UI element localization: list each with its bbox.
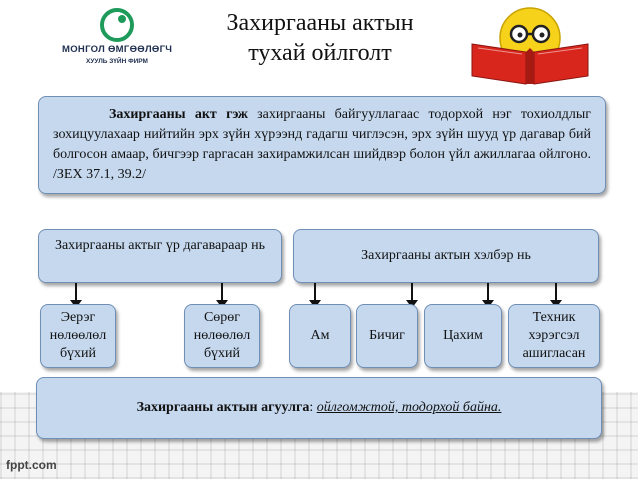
written-form-box: Бичиг <box>356 304 418 368</box>
arrow-to-written <box>406 283 418 308</box>
arrow-to-electronic <box>482 283 494 308</box>
content-box: Захиргааны актын агуулга: ойлгомжтой, то… <box>36 377 602 439</box>
consequence-category-box: Захиргааны актыг үр дагавараар нь <box>38 229 282 283</box>
title-line-1: Захиргааны актын <box>226 10 414 36</box>
arrow-to-negative <box>216 283 228 308</box>
logo-emblem-icon <box>100 8 134 42</box>
arrow-to-oral <box>309 283 321 308</box>
company-logo: МОНГОЛ ӨМГӨӨЛӨГЧ ХУУЛЬ ЗҮЙН ФИРМ <box>62 8 172 70</box>
oral-form-box: Ам <box>289 304 351 368</box>
technical-means-box: Техник хэрэгсэл ашигласан <box>508 304 600 368</box>
reading-smiley-icon <box>471 7 589 85</box>
content-value: ойлгомжтой, тодорхой байна. <box>316 400 502 415</box>
positive-effect-box: Эерэг нөлөөлөл бүхий <box>40 304 116 368</box>
footer-brand: fppt.com <box>6 458 57 472</box>
content-separator: : <box>309 400 317 415</box>
slide-title: Захиргааны актын тухай ойлголт <box>190 8 450 68</box>
logo-name: МОНГОЛ ӨМГӨӨЛӨГЧ <box>62 44 173 55</box>
electronic-form-box: Цахим <box>424 304 502 368</box>
definition-text: захиргааны байгууллагаас тодорхой нэг то… <box>53 107 591 182</box>
negative-effect-box: Сөрөг нөлөөлөл бүхий <box>184 304 260 368</box>
arrow-to-positive <box>70 283 82 308</box>
content-label: Захиргааны актын агуулга <box>136 400 310 415</box>
logo-subtitle: ХУУЛЬ ЗҮЙН ФИРМ <box>86 58 148 65</box>
title-line-2: тухай ойлголт <box>248 40 392 66</box>
form-category-box: Захиргааны актын хэлбэр нь <box>293 229 599 283</box>
arrow-to-technical <box>550 283 562 308</box>
definition-box: Захиргааны акт гэж захиргааны байгууллаг… <box>38 96 606 194</box>
definition-term: Захиргааны акт гэж <box>109 107 248 122</box>
